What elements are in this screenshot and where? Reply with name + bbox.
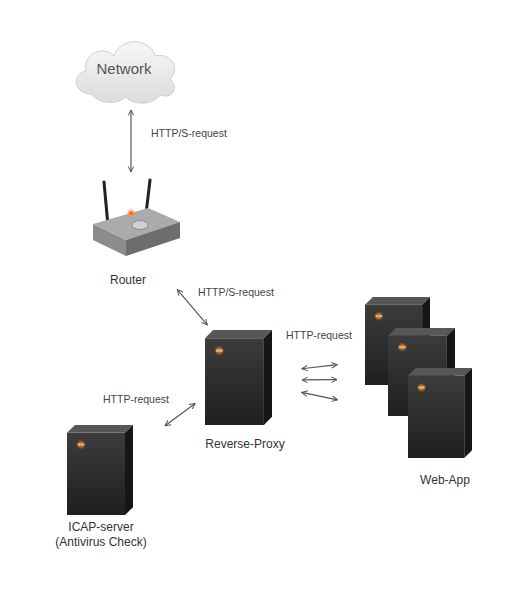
node-label: Network [66,61,182,76]
edge-label: HTTP/S-request [151,127,227,139]
router-device [93,180,180,256]
server-node: Reverse-Proxy [200,328,290,452]
icap-server [67,425,133,515]
double-arrow [302,392,338,399]
double-arrow [130,110,131,172]
double-arrow [165,403,195,425]
double-arrow [302,379,337,381]
edge-label: HTTP-request [103,393,169,405]
network-cloud: Network [66,28,182,108]
node-label: Router [81,273,175,288]
edge-label: HTTP-request [286,329,352,341]
node-label: Web-App [384,473,506,488]
node-label: ICAP-server (Antivirus Check) [45,520,157,550]
web-server [408,368,472,458]
double-arrow [302,365,337,369]
edge-label: HTTP/S-request [198,286,274,298]
server-group-node: Web-App [360,294,482,488]
proxy-server [205,330,272,425]
router-node: Router [88,176,182,288]
node-label: Reverse-Proxy [200,437,290,452]
server-node: ICAP-server (Antivirus Check) [45,420,157,550]
